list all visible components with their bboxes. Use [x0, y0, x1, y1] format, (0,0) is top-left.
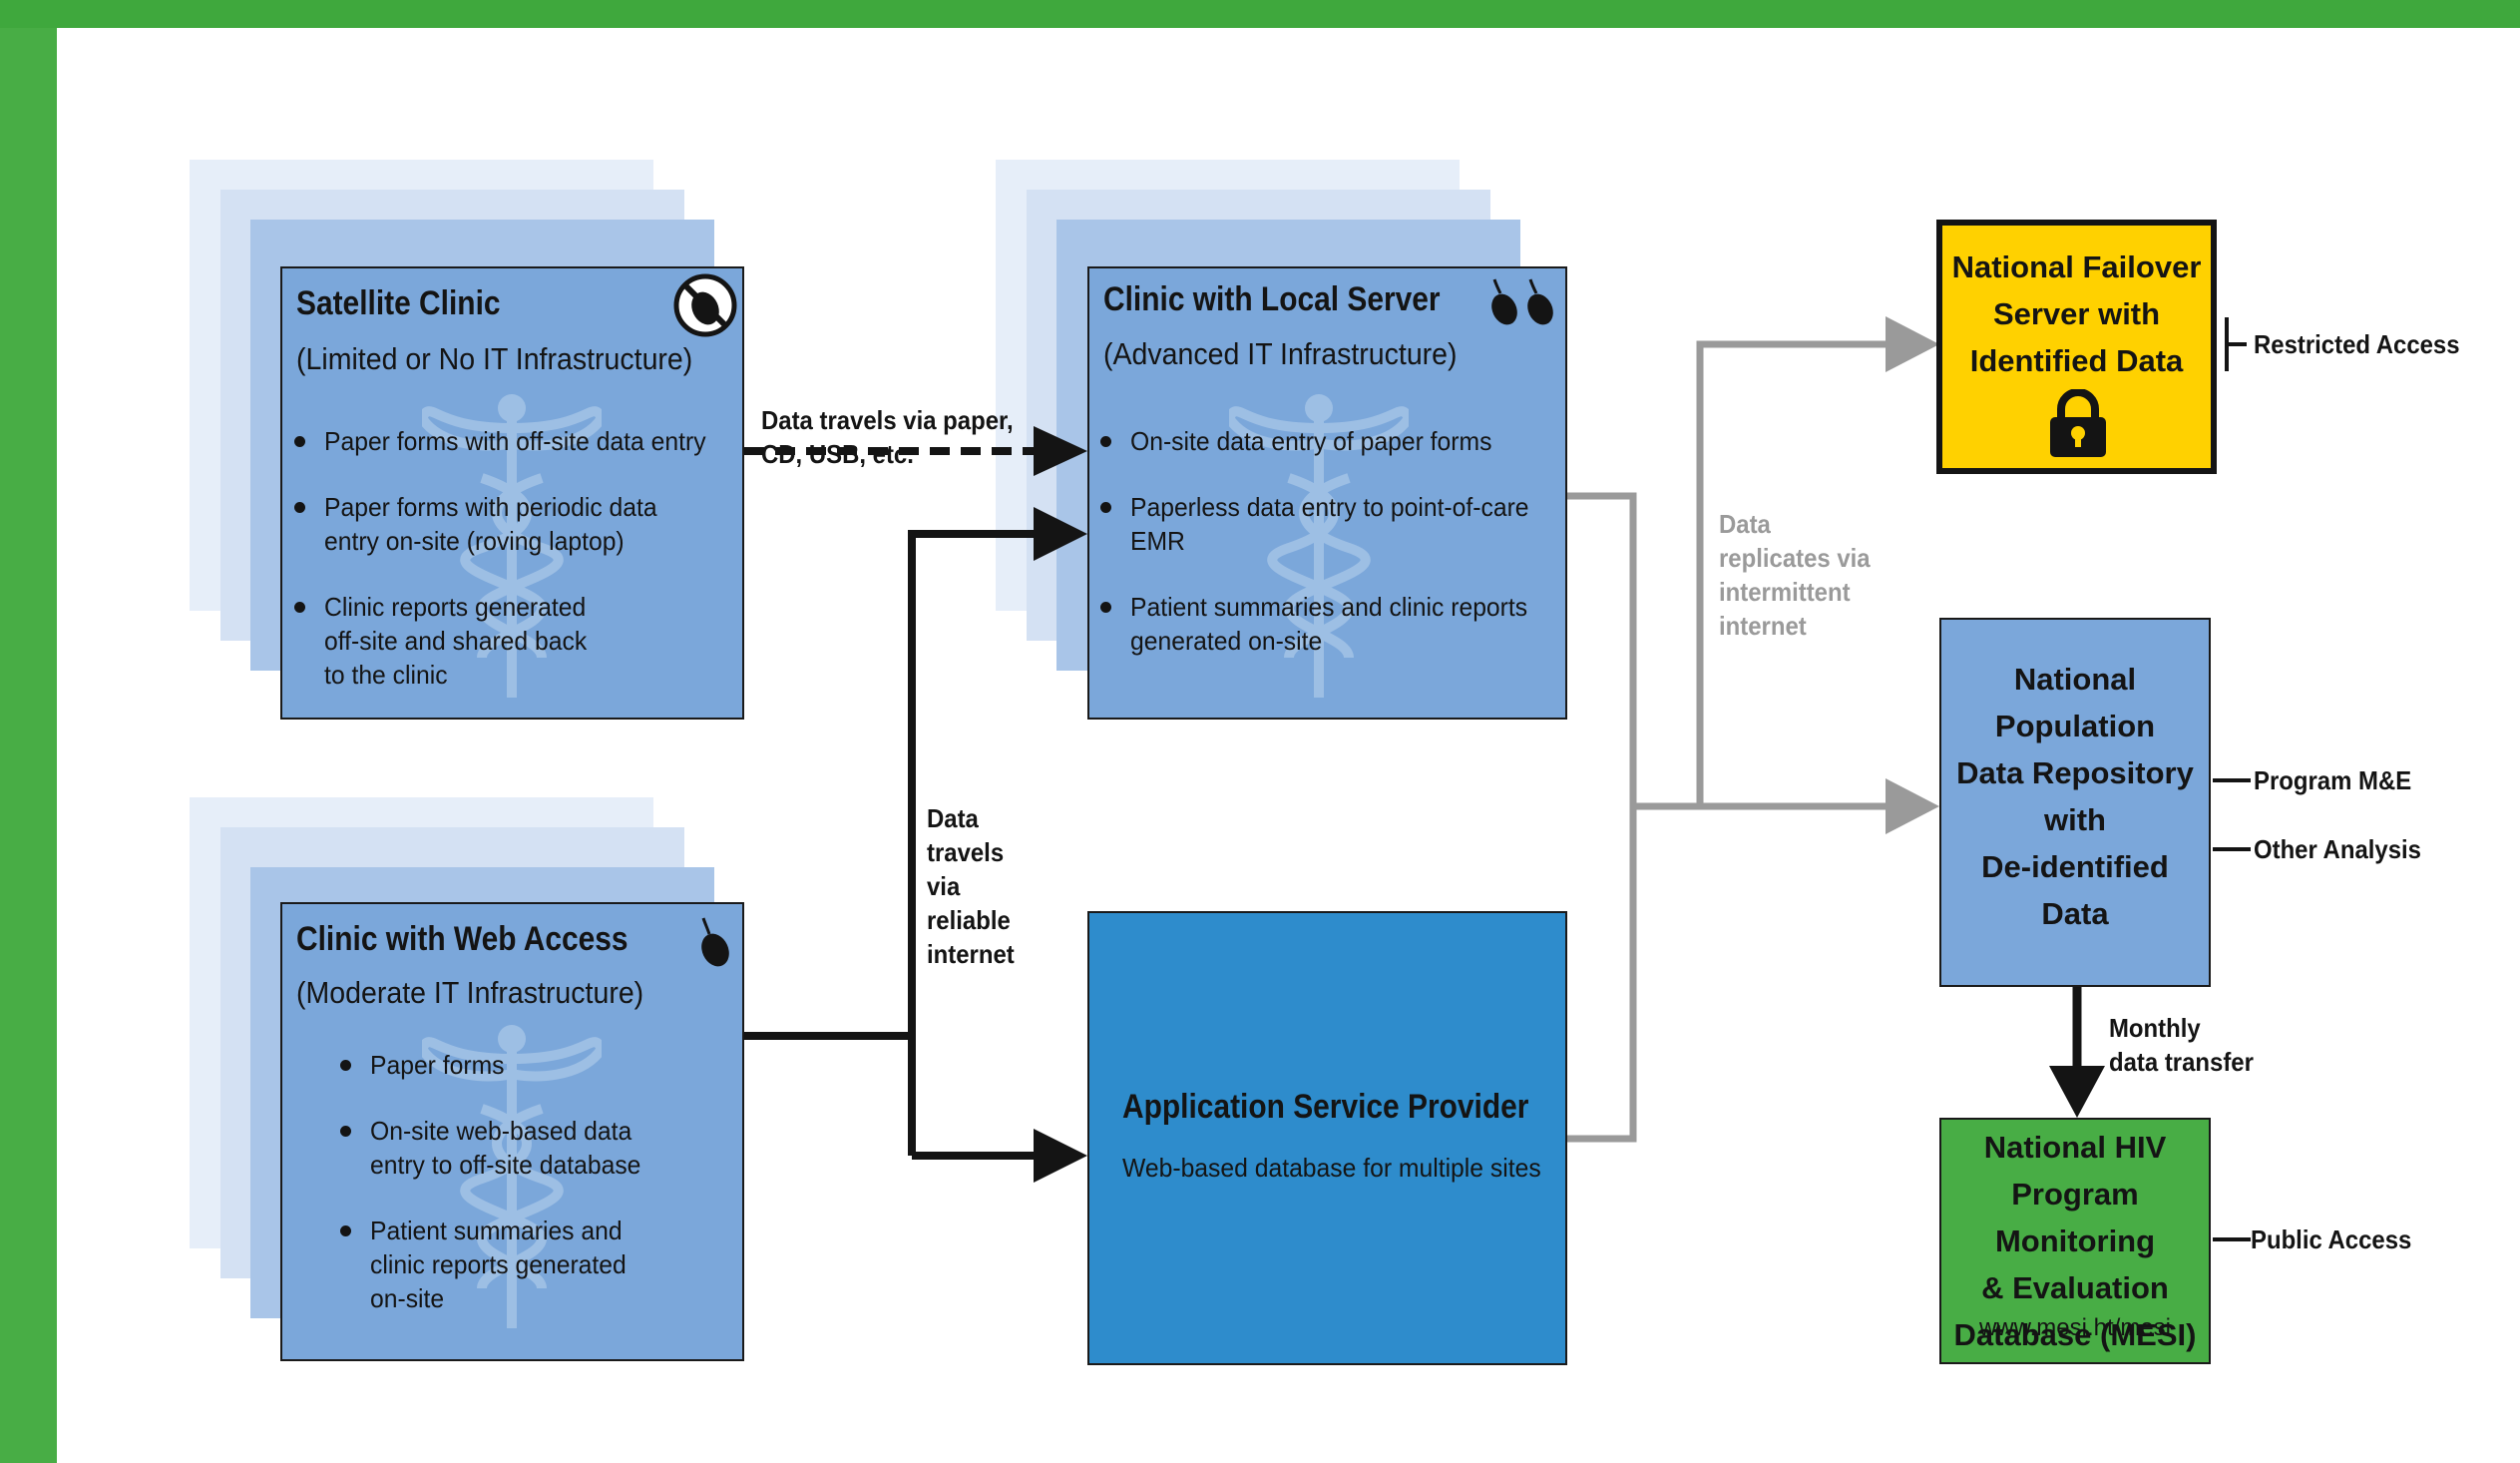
- monthly-transfer-arrowhead: [2049, 1066, 2105, 1118]
- restricted-access-label: Restricted Access: [2254, 329, 2460, 359]
- mesi-box: National HIV Program Monitoring & Evalua…: [1939, 1118, 2211, 1364]
- web-access-bullet: Paper forms: [340, 1048, 512, 1082]
- asp-subtitle: Web-based database for multiple sites: [1122, 1153, 1541, 1183]
- satellite-bullet: Clinic reports generated off-site and sh…: [294, 590, 601, 692]
- local-server-card: Clinic with Local Server (Advanced IT In…: [1087, 266, 1567, 720]
- reliable-internet-label: Data travels via reliable internet: [927, 803, 1015, 969]
- failover-title: National Failover Server with Identified…: [1951, 249, 2202, 378]
- satellite-clinic-card: Satellite Clinic (Limited or No IT Infra…: [280, 266, 744, 720]
- public-access-label: Public Access: [2251, 1224, 2412, 1254]
- web-access-bullet: On-site web-based data entry to off-site…: [340, 1114, 655, 1182]
- local-server-title: Clinic with Local Server: [1103, 280, 1441, 318]
- satellite-bullet: Paper forms with periodic data entry on-…: [294, 490, 674, 558]
- failover-server-box: National Failover Server with Identified…: [1936, 220, 2217, 474]
- mesi-url: www.mesi.ht/mesi: [1978, 1314, 2172, 1341]
- caduceus-icon: [422, 1025, 602, 1328]
- satellite-subtitle: (Limited or No IT Infrastructure): [296, 341, 693, 376]
- local-server-bullet: Paperless data entry to point-of-care EM…: [1100, 490, 1550, 558]
- local-server-bullet: On-site data entry of paper forms: [1100, 424, 1511, 458]
- paper-flow-label: Data travels via paper, CD, USB, etc.: [761, 405, 1014, 469]
- program-me-label: Program M&E: [2254, 765, 2412, 795]
- satellite-title: Satellite Clinic: [296, 284, 501, 322]
- asp-title: Application Service Provider: [1122, 1088, 1529, 1126]
- mouse-icon: [701, 917, 729, 967]
- web-access-card: Clinic with Web Access (Moderate IT Infr…: [280, 902, 744, 1361]
- intermittent-internet-label: Data replicates via intermittent interne…: [1719, 509, 1871, 641]
- web-access-bullet: Patient summaries and clinic reports gen…: [340, 1214, 639, 1315]
- to-failover-line: [1696, 340, 1893, 806]
- to-failover-arrowhead: [1886, 316, 1939, 372]
- mesi-title: National HIV Program Monitoring & Evalua…: [1953, 1130, 2197, 1352]
- to-repository-arrowhead: [1886, 778, 1939, 834]
- replication-collect-line: [1567, 492, 1637, 1143]
- two-mice-icon: [1491, 278, 1553, 325]
- padlock-icon: [2050, 389, 2106, 457]
- other-analysis-label: Other Analysis: [2254, 834, 2421, 864]
- caduceus-icon: [422, 394, 602, 698]
- to-asp-arrowhead: [1034, 1129, 1087, 1183]
- satellite-bullet: Paper forms with off-site data entry: [294, 424, 726, 458]
- repository-box: National Population Data Repository with…: [1939, 618, 2211, 987]
- paper-flow-arrowhead: [1034, 426, 1087, 476]
- no-mouse-icon: [673, 273, 737, 337]
- web-access-title: Clinic with Web Access: [296, 920, 629, 958]
- local-server-subtitle: (Advanced IT Infrastructure): [1103, 336, 1458, 371]
- local-server-bullet: Patient summaries and clinic reports gen…: [1100, 590, 1548, 658]
- reliable-internet-line: [908, 530, 1038, 1156]
- caduceus-icon: [1229, 394, 1409, 698]
- top-bar: [0, 0, 2520, 28]
- to-local-server-arrowhead: [1034, 507, 1087, 561]
- web-access-subtitle: (Moderate IT Infrastructure): [296, 975, 644, 1010]
- asp-box: Application Service Provider Web-based d…: [1087, 911, 1567, 1365]
- repository-title: National Population Data Repository with…: [1956, 662, 2194, 931]
- monthly-transfer-label: Monthly data transfer: [2109, 1013, 2254, 1077]
